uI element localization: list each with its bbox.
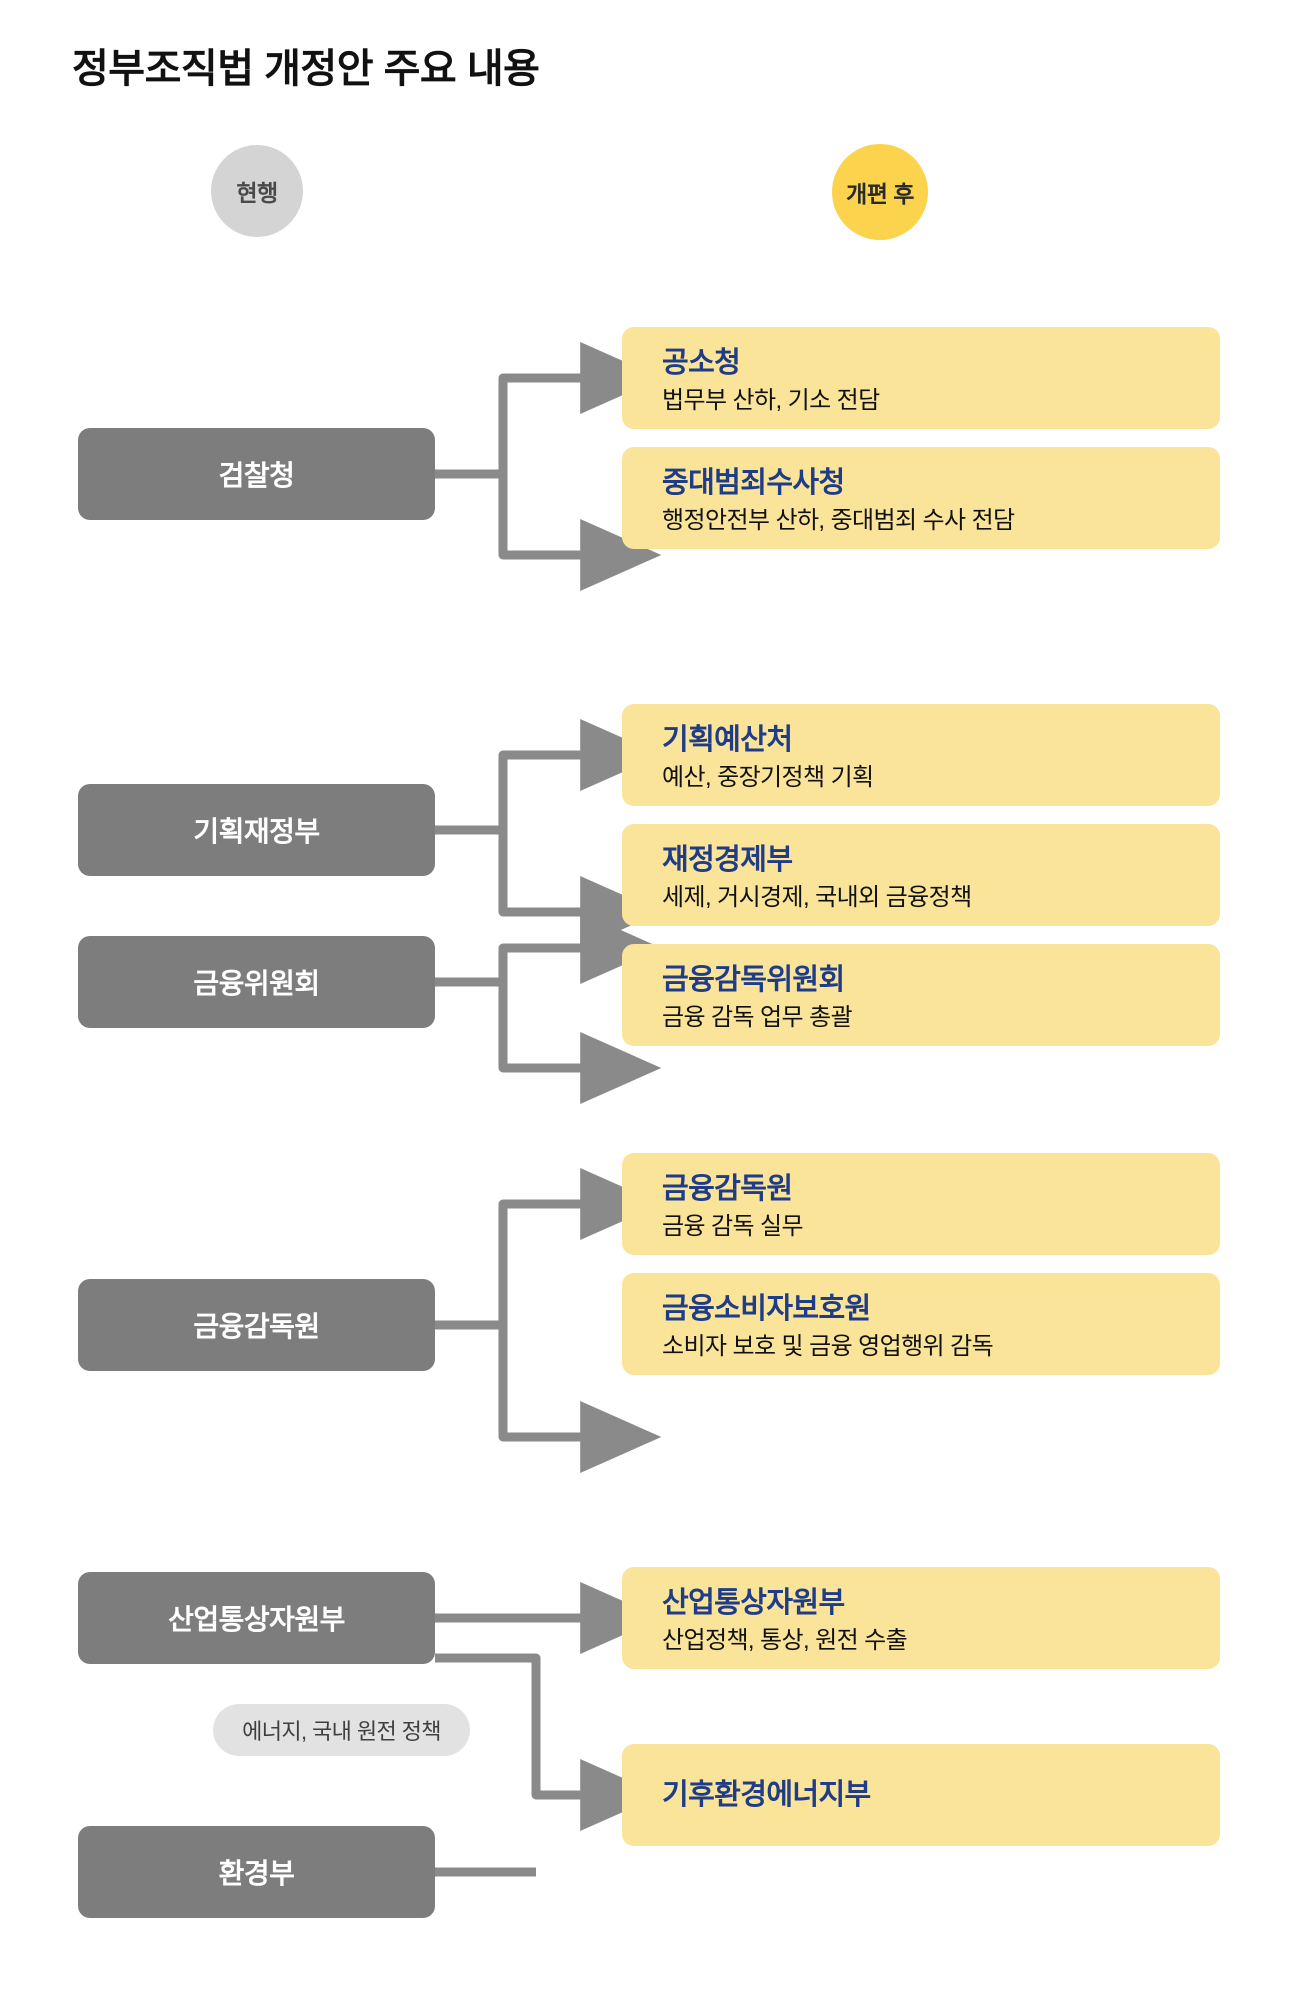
new-box-desc: 산업정책, 통상, 원전 수출 [662,1627,908,1655]
new-box-금융감독원[interactable]: 금융감독원 금융 감독 실무 [622,1153,1220,1255]
current-box-label: 산업통상자원부 [168,1604,345,1635]
current-box-산업통상자원부[interactable]: 산업통상자원부 [78,1572,435,1664]
new-box-산업통상자원부[interactable]: 산업통상자원부 산업정책, 통상, 원전 수출 [622,1567,1220,1669]
current-box-label: 기획재정부 [193,816,320,847]
new-box-desc: 소비자 보호 및 금융 영업행위 감독 [662,1333,994,1361]
new-box-공소청[interactable]: 공소청 법무부 산하, 기소 전담 [622,327,1220,429]
current-box-label: 검찰청 [218,460,295,491]
new-box-기후환경에너지부[interactable]: 기후환경에너지부 [622,1744,1220,1846]
new-box-title: 재정경제부 [662,844,793,876]
new-box-기획예산처[interactable]: 기획예산처 예산, 중장기정책 기획 [622,704,1220,806]
current-box-금융감독원[interactable]: 금융감독원 [78,1279,435,1371]
current-box-label: 금융감독원 [193,1311,320,1342]
current-box-기획재정부[interactable]: 기획재정부 [78,784,435,876]
new-box-title: 금융감독원 [662,1173,793,1205]
new-box-금융감독위원회[interactable]: 금융감독위원회 금융 감독 업무 총괄 [622,944,1220,1046]
transfer-note-pill: 에너지, 국내 원전 정책 [213,1704,470,1756]
new-box-title: 중대범죄수사청 [662,467,845,499]
page-title: 정부조직법 개정안 주요 내용 [72,47,540,91]
legend-current-label: 현행 [236,180,278,206]
new-box-title: 기획예산처 [662,724,793,756]
legend-circle-current: 현행 [211,145,303,237]
new-box-title: 기후환경에너지부 [662,1778,871,1811]
current-box-검찰청[interactable]: 검찰청 [78,428,435,520]
new-box-title: 공소청 [662,347,741,379]
new-box-금융소비자보호원[interactable]: 금융소비자보호원 소비자 보호 및 금융 영업행위 감독 [622,1273,1220,1375]
new-box-재정경제부[interactable]: 재정경제부 세제, 거시경제, 국내외 금융정책 [622,824,1220,926]
new-box-desc: 금융 감독 실무 [662,1213,804,1241]
current-box-환경부[interactable]: 환경부 [78,1826,435,1918]
new-box-desc: 법무부 산하, 기소 전담 [662,387,880,415]
new-box-중대범죄수사청[interactable]: 중대범죄수사청 행정안전부 산하, 중대범죄 수사 전담 [622,447,1220,549]
new-box-desc: 금융 감독 업무 총괄 [662,1004,853,1032]
legend-after-label: 개편 후 [846,181,914,207]
new-box-desc: 예산, 중장기정책 기획 [662,764,874,792]
legend-circle-after: 개편 후 [832,144,928,240]
transfer-note-label: 에너지, 국내 원전 정책 [242,1719,441,1744]
new-box-title: 금융감독위원회 [662,964,845,996]
current-box-금융위원회[interactable]: 금융위원회 [78,936,435,1028]
current-box-label: 환경부 [218,1858,295,1889]
new-box-desc: 세제, 거시경제, 국내외 금융정책 [662,884,972,912]
new-box-title: 금융소비자보호원 [662,1293,871,1325]
current-box-label: 금융위원회 [193,968,320,999]
new-box-title: 산업통상자원부 [662,1587,845,1619]
new-box-desc: 행정안전부 산하, 중대범죄 수사 전담 [662,507,1015,535]
